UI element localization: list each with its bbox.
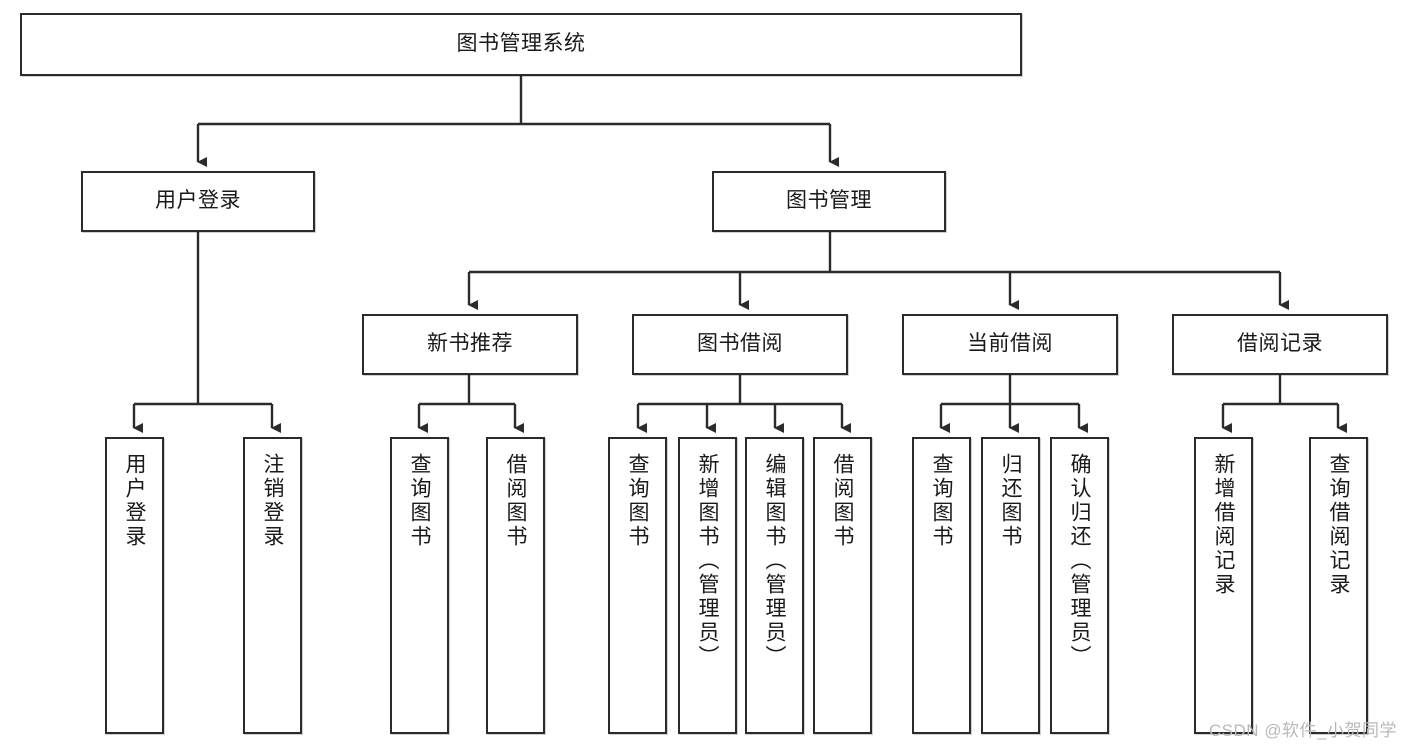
leaf-borrow-record-query-record[interactable]: 查询借阅记录 xyxy=(1309,437,1368,734)
node-label: 图书管理系统 xyxy=(456,32,586,56)
node-label: 查询图书 xyxy=(408,453,431,549)
node-label: 新增借阅记录 xyxy=(1212,453,1235,597)
node-borrow-records[interactable]: 借阅记录 xyxy=(1172,314,1388,375)
leaf-user-login-signin[interactable]: 用户登录 xyxy=(105,437,164,734)
node-new-book-recommendation[interactable]: 新书推荐 xyxy=(362,314,578,375)
node-label: 查询图书 xyxy=(930,453,953,549)
leaf-book-borrow-add-book-admin[interactable]: 新增图书（管理员） xyxy=(678,437,737,734)
node-book-borrowing[interactable]: 图书借阅 xyxy=(632,314,848,375)
node-label: 图书借阅 xyxy=(697,332,783,356)
node-label: 当前借阅 xyxy=(967,332,1053,356)
node-label: 确认归还（管理员） xyxy=(1068,453,1091,669)
node-label: 借阅图书 xyxy=(504,453,527,549)
node-label: 用户登录 xyxy=(123,453,146,549)
node-label: 用户登录 xyxy=(155,189,241,213)
leaf-current-borrow-confirm-return-admin[interactable]: 确认归还（管理员） xyxy=(1050,437,1109,734)
leaf-book-borrow-query-books[interactable]: 查询图书 xyxy=(608,437,667,734)
node-book-management[interactable]: 图书管理 xyxy=(712,171,946,232)
node-label: 图书管理 xyxy=(786,189,872,213)
leaf-current-borrow-return-books[interactable]: 归还图书 xyxy=(981,437,1040,734)
leaf-book-borrow-edit-book-admin[interactable]: 编辑图书（管理员） xyxy=(745,437,804,734)
node-label: 归还图书 xyxy=(999,453,1022,549)
node-label: 编辑图书（管理员） xyxy=(763,453,786,669)
leaf-current-borrow-query-books[interactable]: 查询图书 xyxy=(912,437,971,734)
leaf-new-book-borrow-books[interactable]: 借阅图书 xyxy=(486,437,545,734)
node-label: 借阅图书 xyxy=(831,453,854,549)
node-user-login[interactable]: 用户登录 xyxy=(81,171,315,232)
node-label: 新增图书（管理员） xyxy=(696,453,719,669)
leaf-user-login-signout[interactable]: 注销登录 xyxy=(243,437,302,734)
node-label: 查询借阅记录 xyxy=(1327,453,1350,597)
leaf-book-borrow-borrow-books[interactable]: 借阅图书 xyxy=(813,437,872,734)
leaf-borrow-record-add-record[interactable]: 新增借阅记录 xyxy=(1194,437,1253,734)
node-root-book-management-system[interactable]: 图书管理系统 xyxy=(20,13,1022,76)
node-current-borrowing[interactable]: 当前借阅 xyxy=(902,314,1118,375)
node-label: 查询图书 xyxy=(626,453,649,549)
leaf-new-book-query-books[interactable]: 查询图书 xyxy=(390,437,449,734)
node-label: 借阅记录 xyxy=(1237,332,1323,356)
watermark-text: CSDN @软件_小贺同学 xyxy=(1208,721,1397,740)
node-label: 注销登录 xyxy=(261,453,284,549)
node-label: 新书推荐 xyxy=(427,332,513,356)
